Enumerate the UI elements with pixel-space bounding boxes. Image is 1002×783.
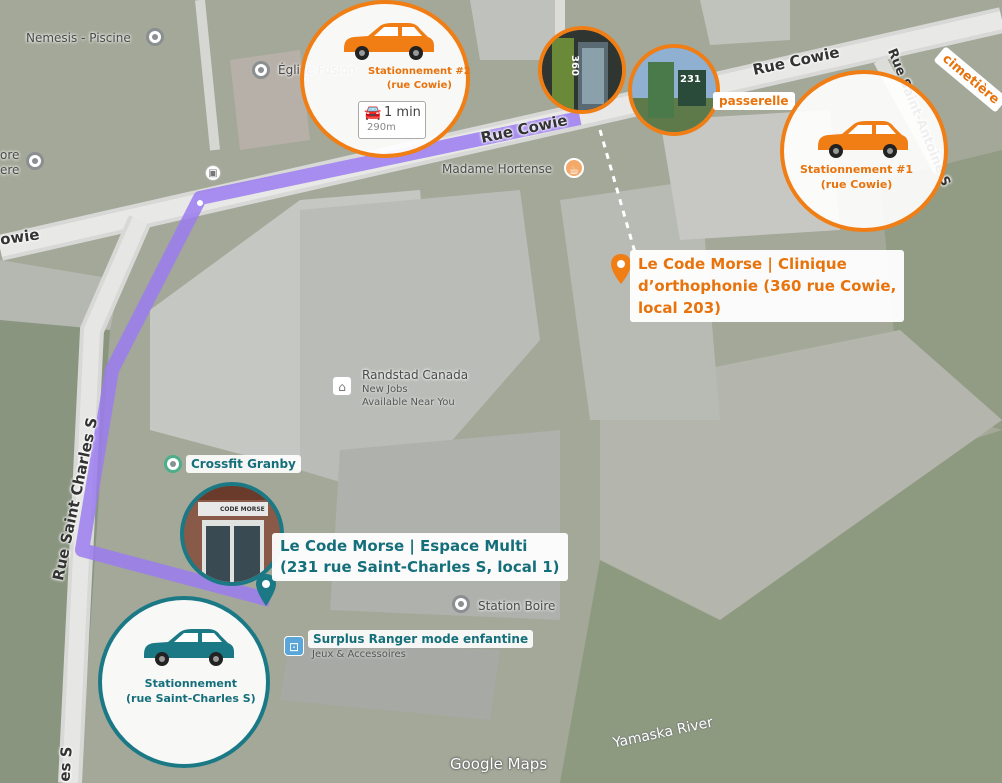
orange-car-icon: [344, 23, 434, 60]
bus-stop-icon[interactable]: ▣: [205, 165, 221, 181]
door-photo-image: [542, 30, 622, 110]
walking-duration-box[interactable]: 🚘 1 min 290m: [358, 101, 426, 139]
clinique-line3: local 203): [638, 299, 721, 317]
poi-randstad[interactable]: Randstad Canada: [362, 368, 469, 382]
sign-photo-231[interactable]: 231: [628, 44, 720, 136]
cafe-icon[interactable]: ☕: [564, 158, 584, 178]
duration-distance: 290m: [367, 122, 396, 133]
clinique-location-pin-icon[interactable]: [611, 254, 631, 284]
sign-photo-image: [632, 48, 716, 132]
bank-icon[interactable]: ⌂: [332, 376, 352, 396]
parking-2-line1: Stationnement #2: [368, 66, 471, 77]
clinique-label[interactable]: Le Code Morse | Clinique d’orthophonie (…: [630, 250, 905, 322]
place-pin-icon[interactable]: [26, 152, 44, 170]
storefront-photo-image: [184, 486, 280, 582]
poi-cut-label-2: ere: [0, 163, 20, 177]
poi-cut-label-1: ore: [0, 148, 20, 162]
espace-line2: (231 rue Saint-Charles S, local 1): [280, 558, 560, 576]
espace-location-pin-icon[interactable]: [256, 574, 276, 606]
orange-car-icon: [818, 121, 908, 158]
parking-1-label: Stationnement #1 (rue Cowie): [800, 162, 913, 192]
clinique-line1: Le Code Morse | Clinique: [638, 255, 847, 273]
door-photo-360[interactable]: 360: [538, 26, 626, 114]
poi-randstad-sub2: Available Near You: [362, 397, 455, 408]
gym-pin-icon[interactable]: [164, 455, 182, 473]
espace-line1: Le Code Morse | Espace Multi: [280, 537, 528, 555]
parking-3-line2: (rue Saint-Charles S): [126, 692, 256, 705]
parking-saint-charles-circle[interactable]: [98, 596, 270, 768]
place-pin-icon[interactable]: [146, 28, 164, 46]
walking-route-line: [75, 111, 582, 607]
place-pin-icon[interactable]: [452, 595, 470, 613]
teal-car-icon: [144, 629, 234, 666]
parking-3-line1: Stationnement: [144, 677, 237, 690]
poi-surplus-sub: Jeux & Accessoires: [312, 649, 406, 660]
clinique-line2: d’orthophonie (360 rue Cowie,: [638, 277, 897, 295]
parking-1-circle[interactable]: [780, 70, 948, 232]
door-number: 360: [568, 55, 580, 76]
poi-madame-hortense[interactable]: Madame Hortense: [442, 162, 553, 176]
google-maps-attribution[interactable]: Google Maps: [450, 755, 548, 773]
car-icon: 🚘: [364, 105, 382, 121]
walkway-dashed-line: [598, 129, 642, 271]
shopping-bag-icon[interactable]: ⊡: [284, 636, 304, 656]
church-icon[interactable]: [252, 61, 270, 79]
parking-2-label: Stationnement #2 (rue Cowie): [368, 65, 471, 93]
poi-crossfit-granby[interactable]: Crossfit Granby: [186, 455, 301, 473]
parking-1-line2: (rue Cowie): [820, 178, 893, 191]
parking-1-line1: Stationnement #1: [800, 163, 914, 176]
passerelle-callout: passerelle: [713, 92, 795, 110]
poi-surplus-ranger[interactable]: Surplus Ranger mode enfantine: [308, 630, 534, 648]
poi-nemesis-piscine[interactable]: Nemesis - Piscine: [26, 31, 131, 45]
espace-multi-label[interactable]: Le Code Morse | Espace Multi (231 rue Sa…: [272, 533, 568, 581]
street-label-rue-saint-charles-bottom: es S: [55, 745, 76, 783]
poi-randstad-sub1: New Jobs: [362, 384, 408, 395]
espace-multi-photo[interactable]: CODE MORSE: [180, 482, 284, 586]
parking-2-line2: (rue Cowie): [386, 80, 452, 91]
storefront-sign-text: CODE MORSE: [220, 506, 265, 513]
route-waypoint: [197, 200, 203, 206]
parking-saint-charles-label: Stationnement (rue Saint-Charles S): [126, 676, 256, 706]
poi-station-boire[interactable]: Station Boire: [478, 599, 556, 613]
sign-number: 231: [680, 74, 701, 85]
duration-time: 1 min: [384, 105, 421, 120]
